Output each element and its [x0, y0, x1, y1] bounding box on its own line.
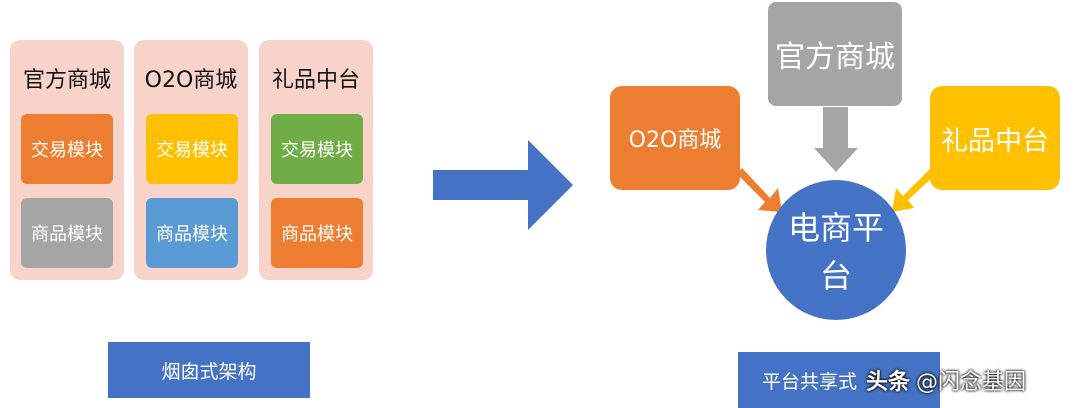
module-o2o-goods: 商品模块 — [146, 198, 238, 268]
down-arrow-official — [814, 107, 858, 172]
column-title-o2o: O2O商城 — [144, 68, 238, 93]
box-gift-platform: 礼品中台 — [930, 86, 1060, 190]
watermark-prefix: 头条 — [866, 370, 911, 395]
caption-platform-sharing: 平台共享式 — [738, 352, 940, 408]
module-gift-goods: 商品模块 — [271, 198, 363, 268]
caption-chimney-architecture: 烟囱式架构 — [108, 342, 310, 398]
transform-arrow — [433, 140, 573, 230]
column-title-official: 官方商城 — [22, 68, 111, 93]
watermark-handle: @闪念基因 — [916, 370, 1027, 395]
column-title-gift: 礼品中台 — [271, 68, 360, 93]
platform-circle-label: 电商平台 — [787, 209, 884, 295]
module-official-trade: 交易模块 — [21, 114, 113, 184]
box-official-mall: 官方商城 — [768, 2, 902, 106]
module-official-goods: 商品模块 — [21, 198, 113, 268]
module-o2o-trade: 交易模块 — [146, 114, 238, 184]
module-gift-trade: 交易模块 — [271, 114, 363, 184]
box-o2o-mall: O2O商城 — [610, 86, 740, 190]
watermark: 头条 @闪念基因 — [866, 362, 1026, 398]
platform-circle — [766, 180, 906, 320]
arrow-gift-to-platform — [892, 168, 936, 212]
arrow-o2o-to-platform — [737, 168, 782, 212]
